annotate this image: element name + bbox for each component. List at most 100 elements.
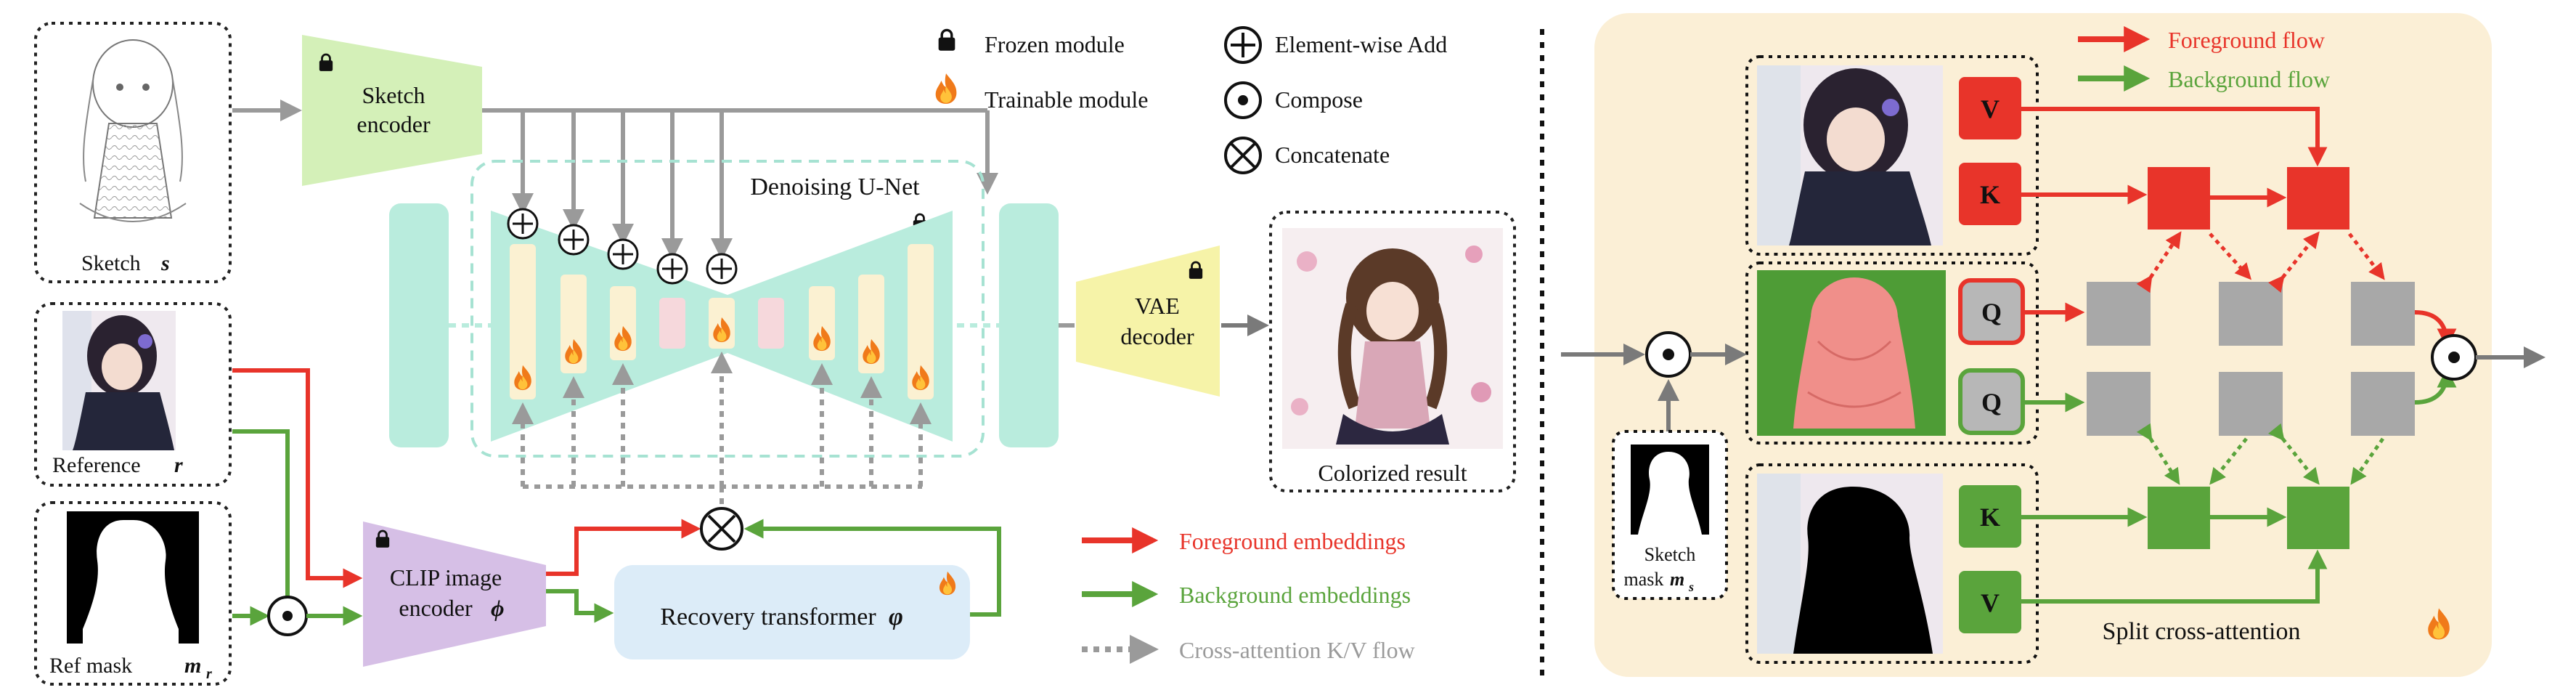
attention-block xyxy=(2087,282,2151,346)
clip-symbol: ϕ xyxy=(491,595,505,621)
right-legend: Foreground flow Background flow xyxy=(2078,26,2330,92)
q-bg-token: Q xyxy=(1958,368,2025,435)
q-fg-label: Q xyxy=(1981,298,2002,327)
legend-trainable: Trainable module xyxy=(935,73,1148,113)
clip-foreground-arrow xyxy=(546,519,701,576)
sketch-mask-symbol: m xyxy=(1670,569,1684,590)
bg-v-token: V xyxy=(1959,571,2021,633)
reference-input: Reference r xyxy=(34,302,232,487)
sketch-image xyxy=(58,32,208,237)
q-bg-label: Q xyxy=(1981,388,2002,417)
ref-mask-label: Ref mask xyxy=(49,654,132,678)
unet-block xyxy=(908,244,934,399)
unet-add-ops xyxy=(507,208,738,285)
recovery-to-concat-arrow xyxy=(743,519,1001,617)
unet-block xyxy=(510,244,536,399)
ref-mask-symbol: m xyxy=(184,654,201,678)
circle-times-icon xyxy=(1224,137,1262,174)
legend-foreground-label: Foreground embeddings xyxy=(1179,528,1406,554)
unet-label: Denoising U-Net xyxy=(750,174,920,200)
right-reference-image xyxy=(1757,65,1943,245)
circle-dot-icon xyxy=(1224,81,1262,119)
background-attention xyxy=(2021,487,2349,604)
reference-foreground-arrow xyxy=(232,368,363,588)
fg-v-label: V xyxy=(1981,94,2000,123)
unet-decoder-body xyxy=(727,211,953,442)
clip-image-encoder: CLIP image encoder ϕ xyxy=(363,521,546,667)
recovery-transformer: Recovery transformer φ xyxy=(614,565,970,659)
vae-decoder: VAE decoder xyxy=(1076,245,1220,397)
legend-compose: Compose xyxy=(1224,81,1363,119)
concatenate-op xyxy=(700,507,743,551)
right-legend-fg-label: Foreground flow xyxy=(2168,27,2325,53)
ref-mask-subscript: r xyxy=(206,666,212,682)
sketch-feature-injections xyxy=(482,108,998,260)
circle-plus-icon xyxy=(706,253,738,285)
bg-k-label: K xyxy=(1980,503,2000,532)
attention-block xyxy=(2219,372,2283,436)
circle-plus-icon xyxy=(656,253,688,285)
compose-op-left xyxy=(267,596,308,636)
ref-mask-input: Ref mask m r xyxy=(34,501,232,686)
clip-label-2: encoder xyxy=(399,595,473,621)
sketch-label: Sketch xyxy=(81,251,141,275)
attention-dotted-links xyxy=(2136,231,2385,485)
vae-label-1: VAE xyxy=(1135,293,1180,319)
legend-add: Element-wise Add xyxy=(1224,26,1447,64)
sketch-mask-input: Sketch mask m s xyxy=(1612,430,1728,600)
bg-v-label: V xyxy=(1981,588,2000,617)
circle-plus-icon xyxy=(558,224,590,256)
unet-block xyxy=(659,298,685,349)
legend-concatenate: Concatenate xyxy=(1224,137,1390,174)
sketch-symbol: s xyxy=(160,251,170,275)
q-fg-token: Q xyxy=(1958,278,2025,345)
sketch-encoder: Sketch encoder xyxy=(302,35,482,186)
legend-kv-label: Cross-attention K/V flow xyxy=(1179,637,1415,663)
unet-encoder-body xyxy=(491,211,727,442)
query-group xyxy=(1745,261,2039,445)
legend-flows: Foreground embeddings Background embeddi… xyxy=(1082,527,1415,664)
bg-attention-block xyxy=(2287,487,2349,549)
legend-trainable-label: Trainable module xyxy=(985,86,1148,113)
fg-attention-block xyxy=(2287,167,2349,230)
fg-k-token: K xyxy=(1959,163,2021,225)
unet-output-block xyxy=(999,203,1059,447)
masked-reference-image xyxy=(1757,474,1943,654)
fire-icon xyxy=(935,73,957,104)
sketch-encoder-label-1: Sketch xyxy=(362,82,425,108)
kv-flow-lines xyxy=(512,352,932,527)
fg-attention-block xyxy=(2148,167,2210,230)
compose-op-right xyxy=(1645,331,1692,378)
sketch-encoder-label-2: encoder xyxy=(356,111,431,137)
right-legend-bg-label: Background flow xyxy=(2168,66,2330,92)
legend-icons: Frozen module Trainable module Element-w… xyxy=(935,26,1447,174)
colorized-result-label: Colorized result xyxy=(1318,460,1467,486)
ref-mask-image xyxy=(67,511,199,644)
bg-k-token: K xyxy=(1959,485,2021,548)
reference-label: Reference xyxy=(52,453,141,477)
sketch-mask-image xyxy=(1631,445,1709,535)
split-cross-attention-title: Split cross-attention xyxy=(2103,618,2301,645)
reference-symbol: r xyxy=(174,453,183,477)
lock-icon xyxy=(937,28,957,52)
legend-background-label: Background embeddings xyxy=(1179,582,1411,608)
sketch-input: Sketch s xyxy=(34,22,232,283)
vae-label-2: decoder xyxy=(1120,323,1194,349)
foreground-attention xyxy=(2021,107,2349,230)
bg-attention-block xyxy=(2148,487,2210,549)
split-sketch-image xyxy=(1757,270,1946,436)
recovery-label: Recovery transformer xyxy=(660,604,876,630)
legend-frozen: Frozen module xyxy=(937,28,1125,57)
sketch-mask-label-1: Sketch xyxy=(1644,544,1696,565)
colorized-result: Colorized result xyxy=(1269,211,1516,492)
legend-concatenate-label: Concatenate xyxy=(1275,142,1390,168)
circle-plus-icon xyxy=(1224,26,1262,64)
unet-input-block xyxy=(389,203,449,447)
attention-block xyxy=(2219,282,2283,346)
attention-block xyxy=(2351,282,2415,346)
legend-add-label: Element-wise Add xyxy=(1275,31,1447,57)
legend-frozen-label: Frozen module xyxy=(985,31,1125,57)
circle-plus-icon xyxy=(607,238,639,270)
legend-compose-label: Compose xyxy=(1275,86,1363,113)
